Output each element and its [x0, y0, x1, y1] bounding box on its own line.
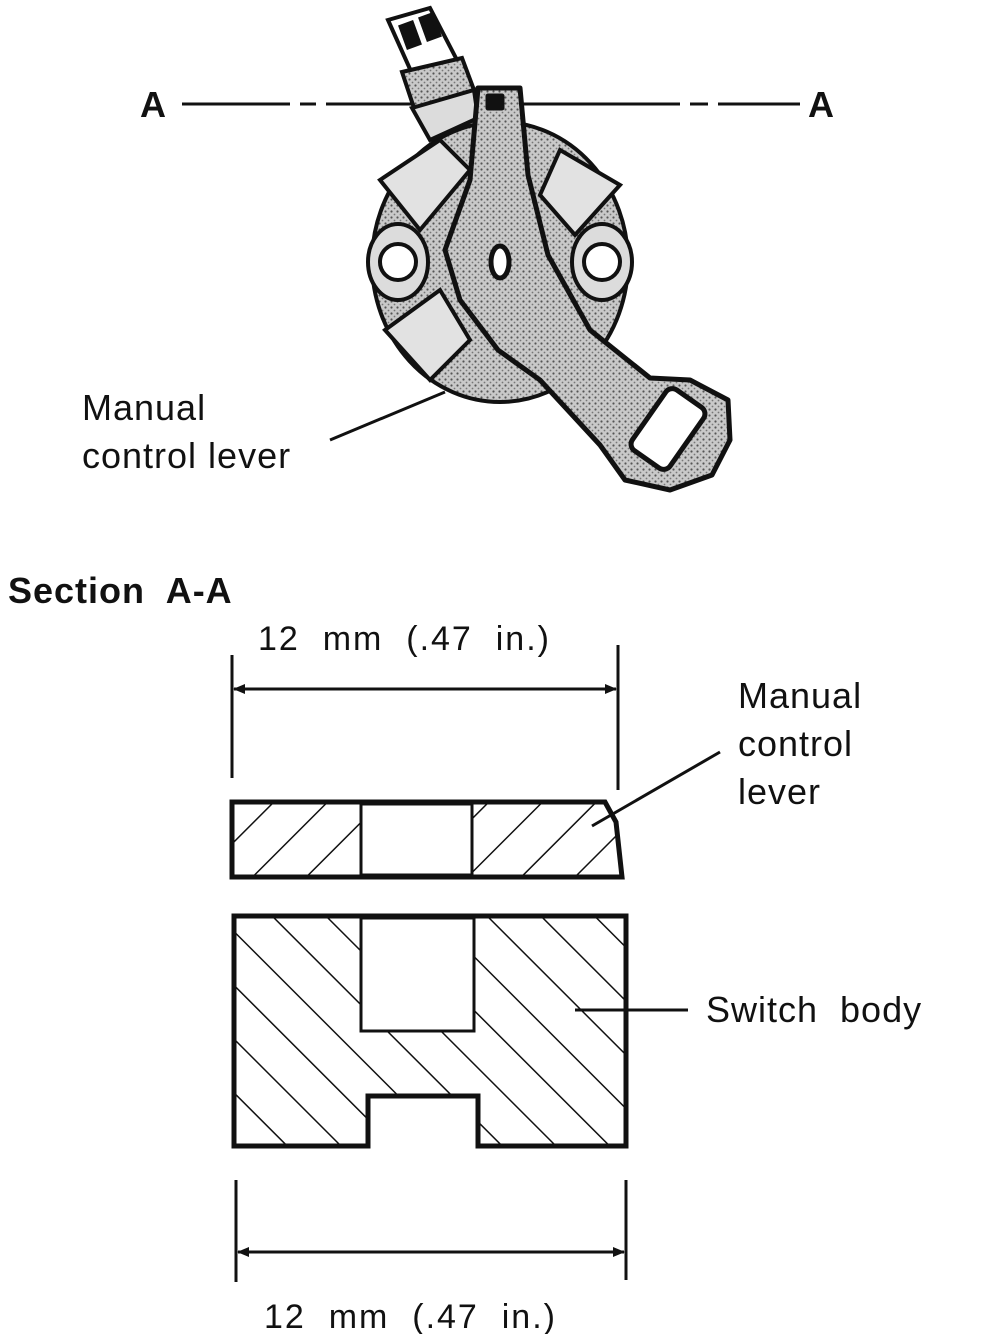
dimension-top — [230, 645, 620, 790]
switch-body-section — [231, 913, 629, 1149]
dimension-bottom — [234, 1180, 628, 1282]
wire-connector — [385, 5, 481, 143]
manual-control-lever — [442, 85, 733, 493]
section-mark-left: A — [140, 84, 166, 125]
section-lever-callout-line2: control — [738, 723, 853, 764]
section-lever-callout-line3: lever — [738, 771, 821, 812]
lever-section-leader — [591, 750, 721, 828]
section-title: Section A-A — [8, 570, 233, 611]
dimension-top-label: 12 mm (.47 in.) — [258, 620, 551, 658]
section-mark-right: A — [808, 84, 834, 125]
section-lever-callout-line1: Manual — [738, 675, 862, 716]
dimension-bottom-label: 12 mm (.47 in.) — [264, 1298, 557, 1334]
lever-callout-line1: Manual — [82, 387, 206, 428]
lever-section — [229, 799, 625, 880]
lever-callout-line2: control lever — [82, 435, 291, 476]
section-view: Section A-A 12 mm (.47 in.) Manual contr… — [8, 570, 922, 1334]
top-view: A A Man — [82, 5, 834, 493]
lever-leader-line — [329, 390, 446, 442]
switch-body-callout: Switch body — [706, 989, 922, 1030]
